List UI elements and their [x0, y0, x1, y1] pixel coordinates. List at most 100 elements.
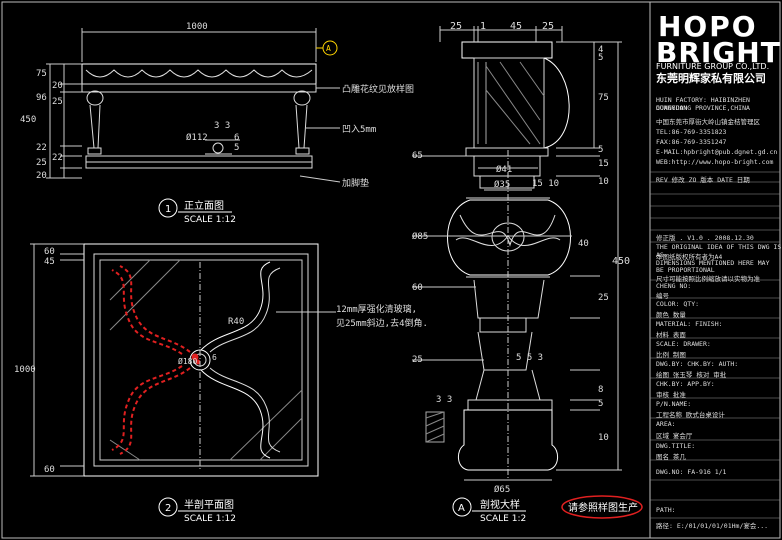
company-info-line: E-MAIL:hpbright@pub.dgnet.gd.cn [656, 148, 778, 156]
title-block-grid [650, 171, 780, 519]
tb-row: 尺寸可能按照比例缩放请以实物为准 [656, 275, 760, 283]
note-glass-line2: 见25mm斜边,去4倒角. [336, 317, 428, 329]
view-2-title: 半剖平面图 [184, 498, 234, 511]
tb-row: BE PROPORTIONAL [656, 266, 715, 274]
tb-row: 材料 表面 [656, 331, 686, 339]
view-a-scale: SCALE 1:2 [480, 514, 526, 524]
front-elevation-view [46, 28, 341, 183]
dim-det-40: 40 [578, 239, 589, 249]
dim-det-25b: 25 [542, 21, 554, 32]
dim-r40: R40 [228, 317, 244, 327]
view-1-scale: SCALE 1:12 [184, 215, 236, 225]
dim-det-25d: 25 [598, 293, 609, 303]
tb-row: 颜色 数量 [656, 311, 686, 319]
tb-row: DWG.NO: FA-916 1/1 [656, 468, 727, 476]
view-2-scale: SCALE 1:12 [184, 514, 236, 524]
tb-row: PATH: [656, 506, 676, 514]
dim-plan-60b: 60 [44, 465, 55, 475]
tb-row: COLOR: QTY: [656, 300, 700, 308]
dim-det-450: 450 [612, 256, 630, 267]
tb-row: 区域 宴会厅 [656, 432, 693, 440]
dim-det-75: 75 [598, 93, 609, 103]
dim-plan-1000: 1000 [14, 365, 36, 375]
company-logo-line1: HOPO [658, 10, 758, 43]
tb-row: 路径: E:/01/01/01/01Hm/宴会... [656, 522, 769, 530]
plan-view [30, 243, 336, 477]
note-glass-line1: 12mm厚强化清玻璃, [336, 303, 417, 315]
company-info-line: 中国东莞市厚街大岭山镇金桔管理区 [656, 118, 760, 126]
company-info-line: GUANGDONG PROVINCE,CHINA [656, 104, 750, 112]
view-1-number: 1 [165, 204, 171, 215]
dim-det-4: 4 [598, 45, 603, 55]
dim-det-10b: 10 [598, 433, 609, 443]
dim-plan-45: 45 [44, 257, 55, 267]
dim-front-25: 25 [52, 97, 63, 107]
view-2-number: 2 [165, 503, 171, 514]
company-info-line: HUIN FACTORY: HAIBINZHEN DONGYUAN [656, 96, 750, 112]
dim-det-phi85: Ø85 [412, 231, 428, 242]
company-info-line: FAX:86-769-3351247 [656, 138, 727, 146]
dim-33: 3 3 [214, 121, 230, 131]
dim-6: 6 [234, 133, 239, 143]
dim-front-22b: 22 [52, 153, 63, 163]
view-2-bubble [158, 497, 178, 517]
dim-front-25b: 25 [36, 158, 47, 168]
tb-row: DIMENSIONS MENTIONED HERE MAY [656, 259, 770, 267]
tb-row: CHENG NO: [656, 282, 692, 290]
tb-row: DWG.TITLE: [656, 442, 696, 450]
dim-det-5b: 5 [598, 145, 603, 155]
tb-row: DWG.BY: CHK.BY: AUTH: [656, 360, 739, 368]
dim-det-phi65: Ø65 [494, 484, 510, 495]
view-a-title: 剖视大样 [480, 498, 520, 511]
dim-phi180: Ø180 [178, 356, 197, 366]
tb-row: CHK.BY: APP.BY: [656, 380, 715, 388]
dim-det-25: 25 [450, 21, 462, 32]
company-name-chinese: 东莞明辉家私有限公司 [656, 72, 766, 85]
dim-front-20b: 20 [36, 171, 47, 181]
tb-row: 工程名称 欧式台桌设计 [656, 411, 725, 419]
tb-row: 绘图 张玉琴 核对 审批 [656, 371, 727, 379]
dim-det-553: 5 5 3 [516, 353, 543, 363]
dim-5: 5 [234, 143, 239, 153]
callout-a-label: A [326, 44, 331, 53]
dim-det-8: 8 [598, 385, 603, 395]
tb-row: 审核 批准 [656, 391, 686, 399]
dim-det-1: 1 [480, 21, 486, 32]
tb-row: 编号 [656, 292, 669, 300]
dim-det-15: 15 [598, 159, 609, 169]
dim-phi112: Ø112 [186, 132, 208, 143]
tb-row: THE ORIGINAL IDEA OF THIS DWG IS AS [656, 243, 782, 259]
note-pad: 加脚垫 [342, 177, 369, 189]
dim-det-65: 65 [412, 151, 423, 161]
detail-a-view [412, 26, 622, 481]
dim-det-10: 10 [598, 177, 609, 187]
tb-row: MATERIAL: FINISH: [656, 320, 723, 328]
view-a-bubble [452, 497, 472, 517]
dim-det-33: 3 3 [436, 395, 452, 405]
company-logo-line2: BRIGHT [656, 36, 781, 69]
company-info-line: TEL:86-769-3351823 [656, 128, 727, 136]
dim-front-20: 20 [52, 81, 63, 91]
dim-front-75: 75 [36, 69, 47, 79]
dim-plan-60a: 60 [44, 247, 55, 257]
production-note-highlight [561, 495, 643, 519]
dim-front-width: 1000 [186, 22, 208, 32]
tb-row: 比例 制图 [656, 351, 686, 359]
company-logo-subtitle: FURNITURE GROUP CO.,LTD. [656, 62, 770, 71]
dim-det-phi41: Ø41 [496, 164, 512, 175]
view-a-number: A [458, 503, 465, 514]
revision-row: 修正版 . V1.0 . 2008.12.30 [656, 234, 754, 242]
view-1-title: 正立面图 [184, 199, 224, 212]
dim-det-5c: 5 [598, 399, 603, 409]
dim-det-45: 45 [510, 21, 522, 32]
tb-row: 本图纸版权所有者为A4 [656, 253, 723, 261]
note-carving: 凸雕花纹见放样图 [342, 83, 414, 95]
dim-det-5: 5 [598, 53, 603, 63]
dim-plan-6: 6 [212, 353, 217, 362]
tb-row: 图名 茶几 [656, 453, 686, 461]
company-info-line: WEB:http://www.hopo-bright.com [656, 158, 774, 166]
tb-row: AREA: [656, 420, 676, 428]
